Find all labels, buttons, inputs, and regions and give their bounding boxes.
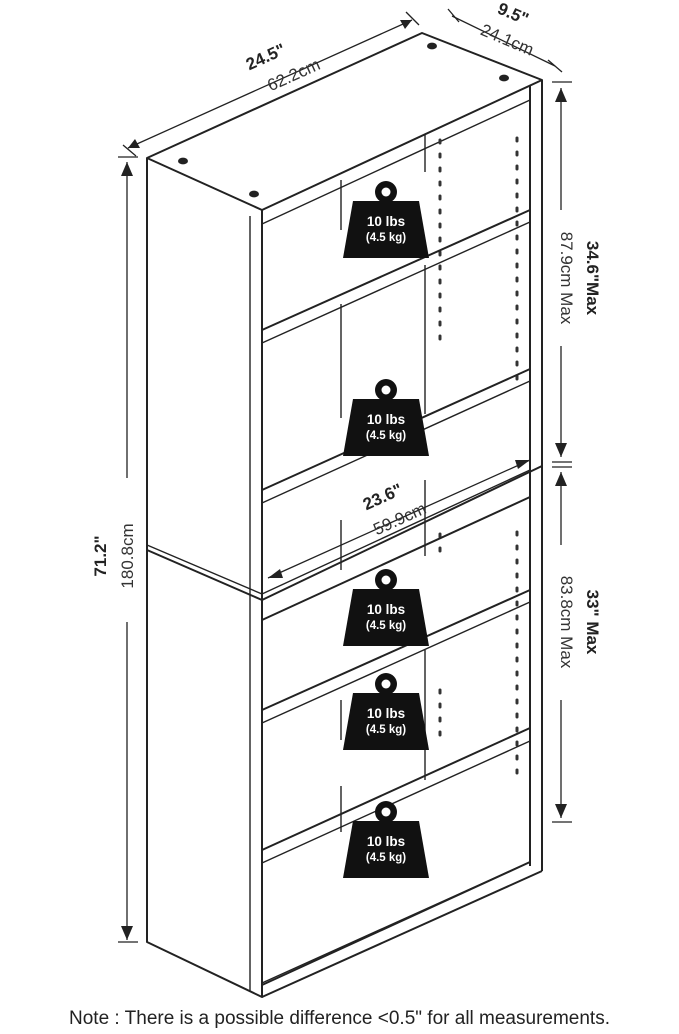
lower-height-inches-label: 33" Max (583, 590, 602, 655)
upper-height-cm-label: 87.9cm Max (557, 232, 576, 325)
weight-sublabel: (4.5 kg) (366, 852, 406, 864)
weight-label: 10 lbs (367, 214, 405, 229)
weight-label: 10 lbs (367, 412, 405, 427)
weight-sublabel: (4.5 kg) (366, 620, 406, 632)
weight-sublabel: (4.5 kg) (366, 724, 406, 736)
measurement-note: Note : There is a possible difference <0… (69, 1008, 610, 1029)
height-dimension: 71.2" 180.8cm (91, 156, 138, 943)
upper-height-dimension: 34.6"Max 87.9cm Max (552, 81, 602, 463)
weight-label: 10 lbs (367, 602, 405, 617)
inner-width-dimension: 23.6" 59.9cm (267, 459, 531, 579)
weight-sublabel: (4.5 kg) (366, 430, 406, 442)
cam-lock-holes (178, 42, 509, 198)
height-cm-label: 180.8cm (118, 523, 137, 588)
depth-cm-label: 24.1cm (478, 20, 537, 59)
weight-sublabel: (4.5 kg) (366, 232, 406, 244)
lower-height-dimension: 33" Max 83.8cm Max (552, 466, 602, 823)
weight-icon: 10 lbs (4.5 kg) (343, 801, 429, 878)
bookcase-outline (146, 32, 543, 998)
upper-height-inches-label: 34.6"Max (583, 241, 602, 316)
lower-height-cm-label: 83.8cm Max (557, 576, 576, 669)
depth-inches-label: 9.5" (495, 0, 532, 29)
weight-icon: 10 lbs (4.5 kg) (343, 673, 429, 750)
weight-label: 10 lbs (367, 706, 405, 721)
width-dimension: 24.5" 62.2cm (122, 11, 420, 157)
weight-label: 10 lbs (367, 834, 405, 849)
height-inches-label: 71.2" (91, 535, 110, 576)
weight-icon: 10 lbs (4.5 kg) (343, 379, 429, 456)
depth-dimension: 9.5" 24.1cm (447, 0, 563, 73)
weight-icon: 10 lbs (4.5 kg) (343, 569, 429, 646)
weight-icon: 10 lbs (4.5 kg) (343, 181, 429, 258)
shelves (261, 209, 531, 986)
